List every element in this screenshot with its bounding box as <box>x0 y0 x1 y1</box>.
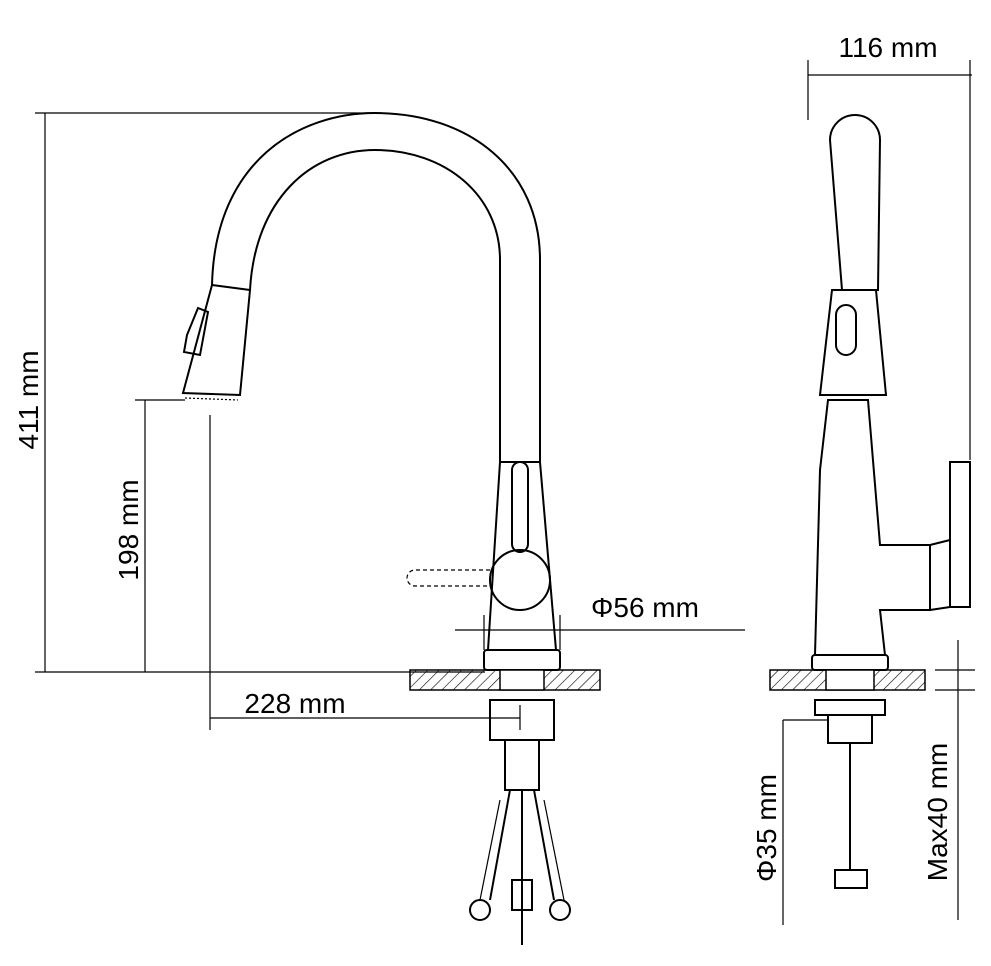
handle-slot <box>511 461 529 553</box>
label-spout-reach: 228 mm <box>244 688 345 719</box>
label-max-thickness: Max40 mm <box>922 743 953 881</box>
side-view-faucet <box>769 114 971 889</box>
lever-icon <box>489 549 551 611</box>
label-spout-height: 198 mm <box>113 479 144 580</box>
label-hole-diameter: Φ35 mm <box>751 774 782 882</box>
label-side-width: 116 mm <box>838 32 937 63</box>
spray-head <box>181 283 252 397</box>
front-view-faucet <box>181 111 601 945</box>
dimension-lines <box>35 60 975 925</box>
label-base-diameter: Φ56 mm <box>591 592 699 623</box>
label-total-height: 411 mm <box>13 350 44 449</box>
